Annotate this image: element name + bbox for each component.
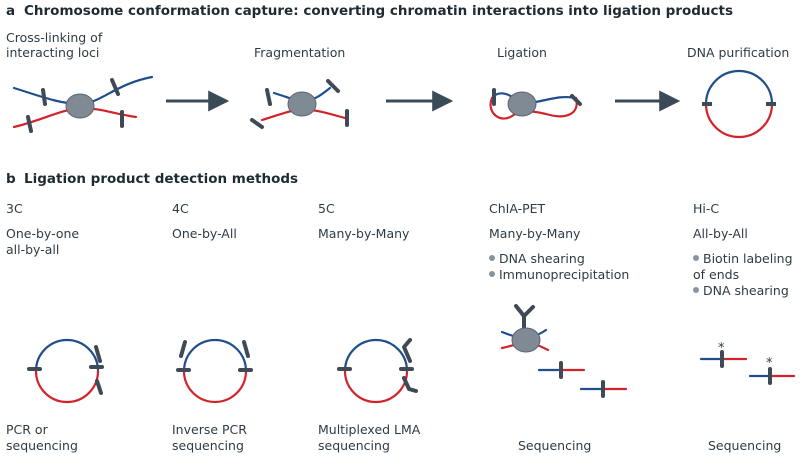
protein-complex	[287, 91, 317, 117]
detect-5c-2: sequencing	[318, 438, 390, 453]
bullet-dot-icon	[489, 255, 495, 261]
chiapet-bullet-shearing: DNA shearing	[489, 251, 585, 266]
step-crosslinking-label: Cross-linking of	[6, 30, 103, 45]
detect-3c-2: sequencing	[6, 438, 78, 453]
lma-primer-marker	[402, 376, 418, 393]
5c-diagram	[337, 338, 418, 404]
method-hic-scope: All-by-All	[693, 226, 748, 241]
protein-complex	[511, 327, 541, 353]
method-3c-scope-2: all-by-all	[6, 242, 60, 257]
cut-site-marker	[326, 79, 340, 93]
cut-site-marker	[26, 115, 33, 133]
step-fragmentation-label: Fragmentation	[254, 45, 346, 60]
ligation-diagram	[489, 88, 582, 120]
detect-4c-1: Inverse PCR	[172, 422, 247, 437]
chiapet-diagram	[500, 304, 628, 398]
panel-b-letter: b	[6, 171, 16, 187]
primer-marker	[94, 345, 102, 363]
protein-complex	[507, 91, 537, 117]
method-3c-name: 3C	[6, 201, 23, 216]
purified-circle	[702, 69, 776, 139]
detect-hic: Sequencing	[708, 438, 782, 453]
detect-chiapet: Sequencing	[518, 438, 592, 453]
lma-primer-marker	[402, 338, 412, 363]
crosslinking-diagram	[12, 75, 154, 133]
bullet-dot-icon	[693, 287, 699, 293]
detect-5c-1: Multiplexed LMA	[318, 422, 421, 437]
4c-diagram	[176, 338, 253, 404]
hic-bullet-shearing: DNA shearing	[693, 283, 789, 298]
step-crosslinking-label-2: interacting loci	[6, 45, 100, 60]
cut-site-marker	[110, 78, 120, 96]
cut-site-marker	[265, 88, 272, 106]
method-5c-name: 5C	[318, 201, 335, 216]
step-purification-label: DNA purification	[687, 45, 790, 60]
antibody-icon	[514, 304, 535, 330]
method-chiapet-name: ChIA-PET	[489, 201, 546, 216]
protein-complex	[65, 93, 95, 119]
method-5c-scope: Many-by-Many	[318, 226, 410, 241]
cut-site-marker	[250, 118, 264, 129]
hic-diagram	[699, 350, 796, 385]
panel-b-title: Ligation product detection methods	[24, 171, 299, 187]
method-4c-name: 4C	[172, 201, 189, 216]
panel-a-letter: a	[6, 3, 16, 19]
panel-a-title: Chromosome conformation capture: convert…	[24, 3, 734, 19]
3c-diagram	[27, 338, 104, 404]
chiapet-bullet-ip: Immunoprecipitation	[489, 267, 629, 282]
cut-site-marker	[41, 88, 47, 106]
primer-marker	[179, 340, 187, 358]
primer-marker	[95, 379, 103, 395]
primer-marker	[242, 340, 250, 358]
method-hic-name: Hi-C	[693, 201, 720, 216]
method-3c-scope: One-by-one	[6, 226, 80, 241]
biotin-asterisk-1: *	[718, 341, 725, 356]
method-4c-scope: One-by-All	[172, 226, 237, 241]
hic-bullet-biotin-cont: of ends	[693, 267, 740, 282]
bullet-dot-icon	[489, 271, 495, 277]
detect-4c-2: sequencing	[172, 438, 244, 453]
step-ligation-label: Ligation	[497, 45, 547, 60]
hic-bullet-biotin: Biotin labeling	[693, 251, 793, 266]
fragmentation-diagram	[250, 79, 349, 129]
ligation-junction-marker	[570, 94, 582, 106]
bullet-dot-icon	[693, 255, 699, 261]
biotin-asterisk-2: *	[766, 356, 773, 371]
detect-3c-1: PCR or	[6, 422, 48, 437]
method-chiapet-scope: Many-by-Many	[489, 226, 581, 241]
